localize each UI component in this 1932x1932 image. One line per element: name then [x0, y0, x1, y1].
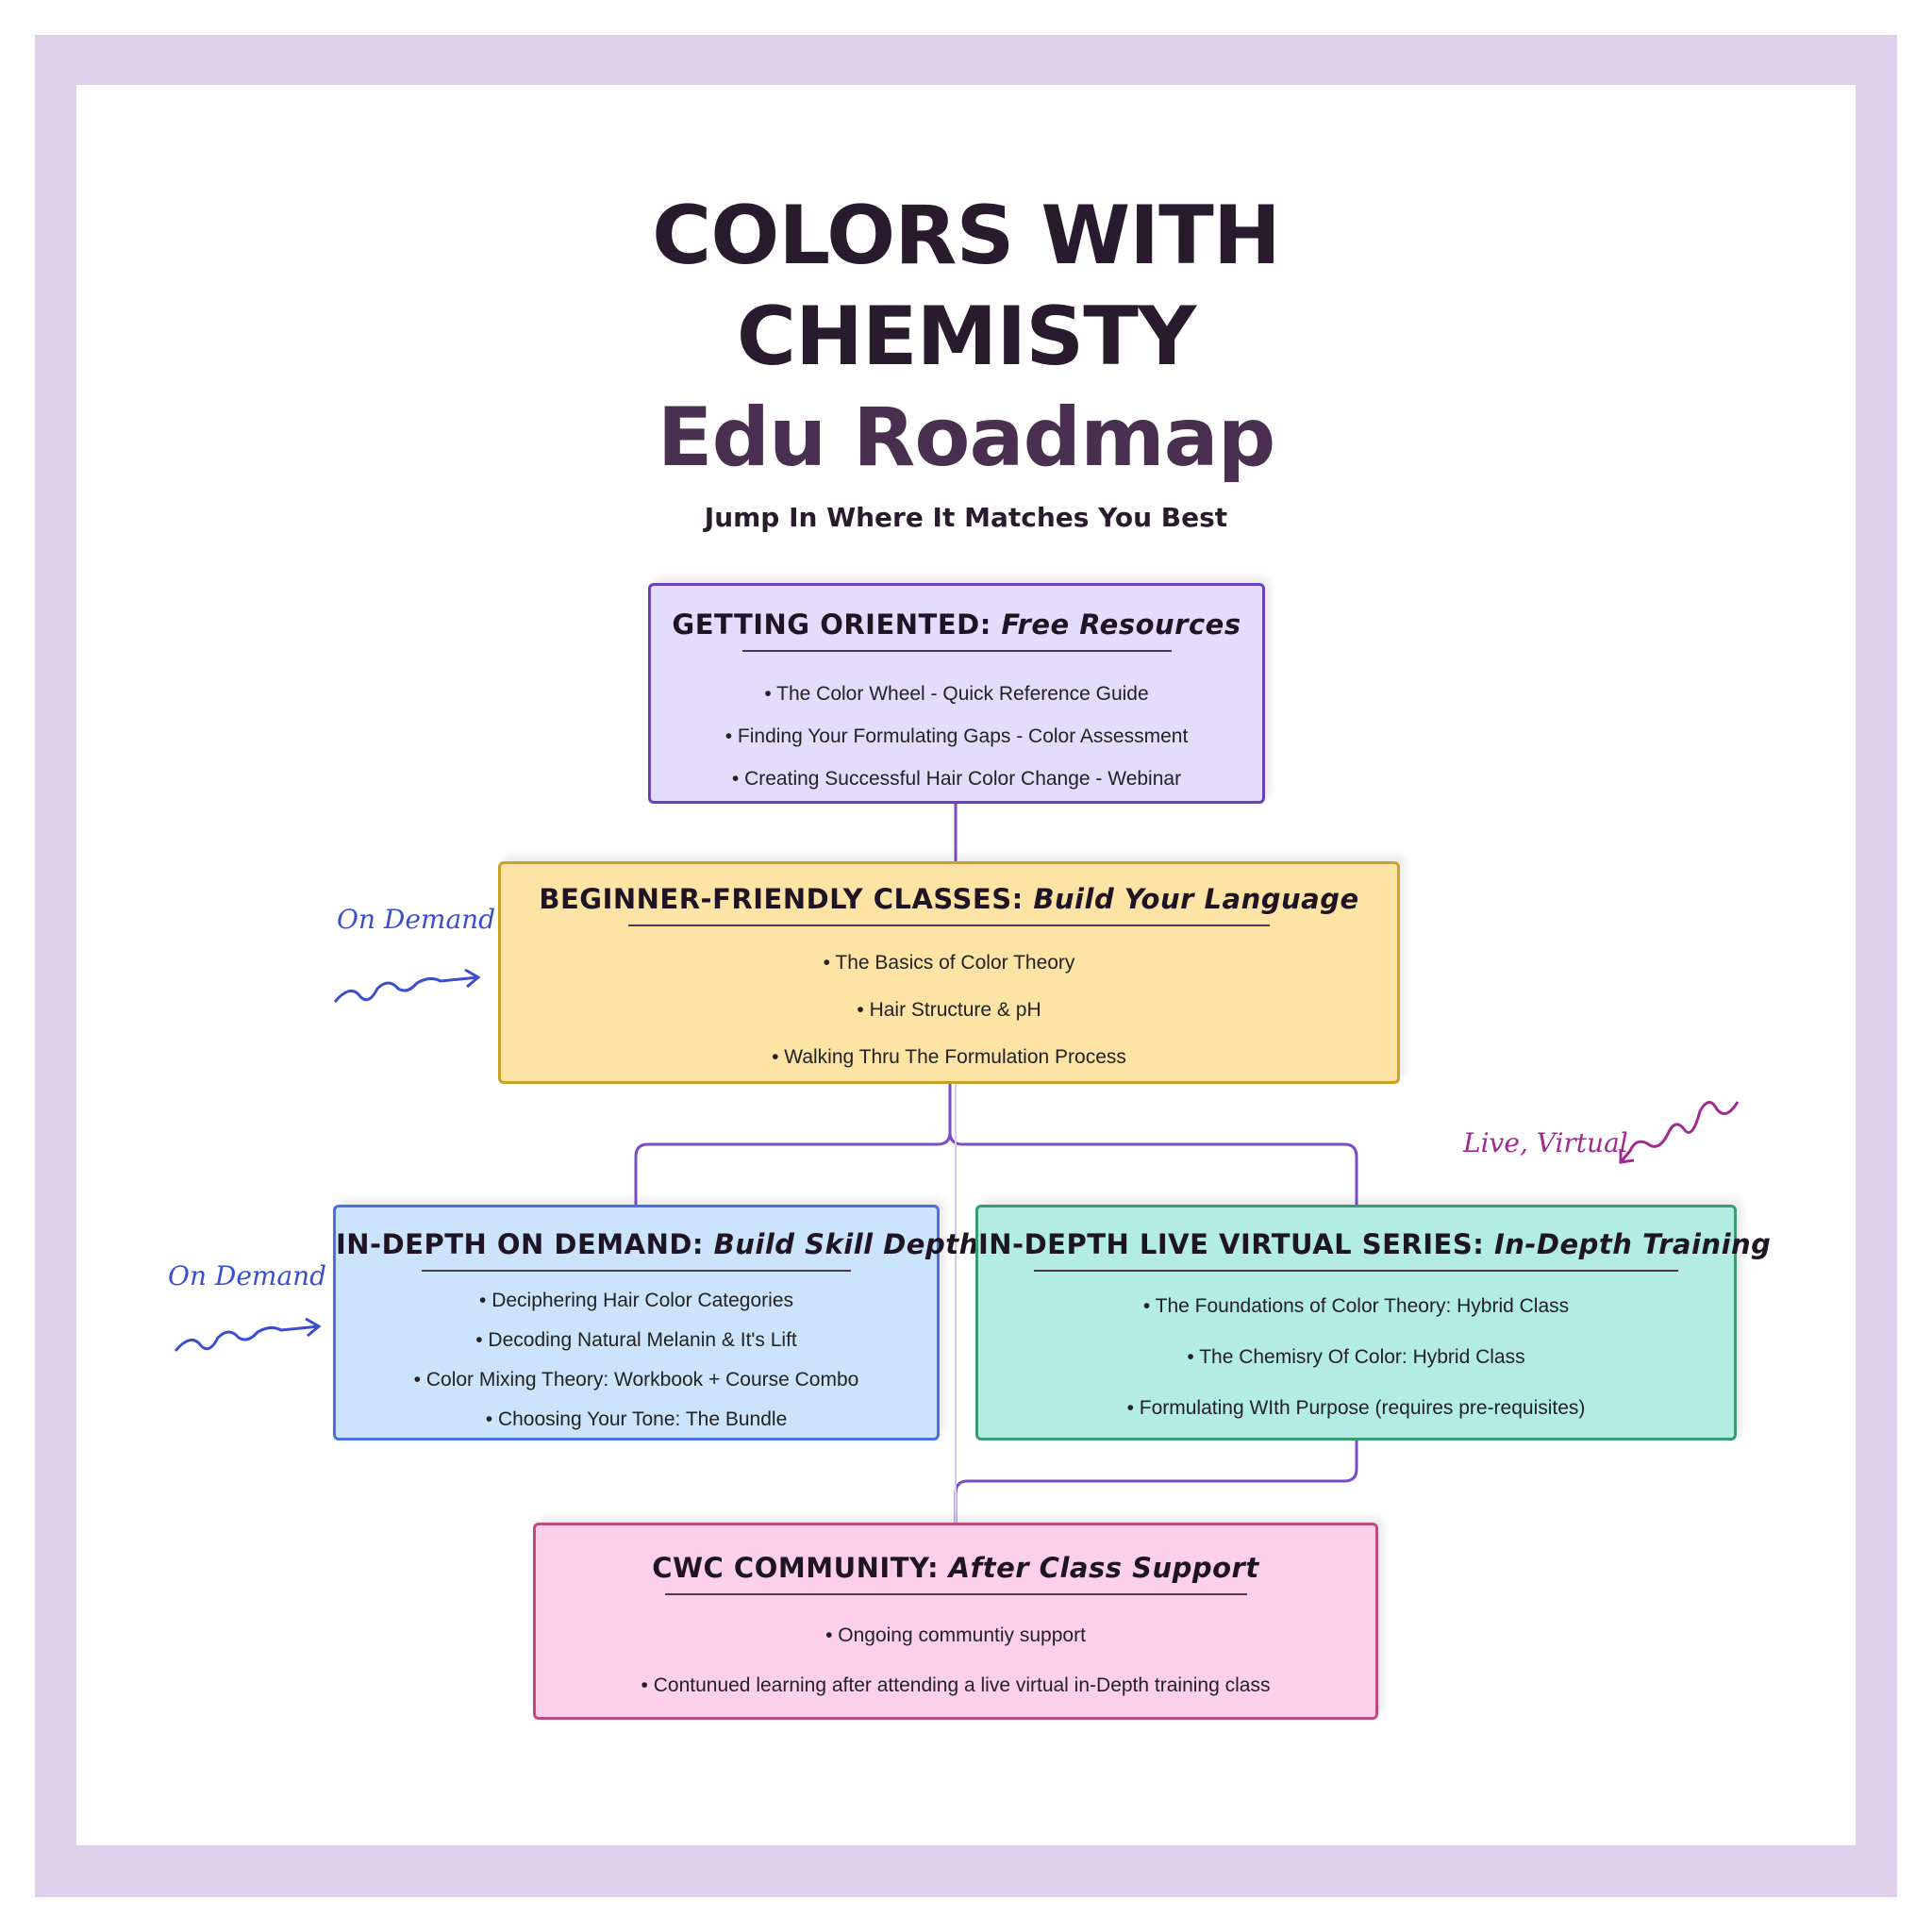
on-demand-note-1: On Demand [337, 904, 496, 935]
list-item: Walking Thru The Formulation Process [501, 1034, 1397, 1081]
list-item: Choosing Your Tone: The Bundle [336, 1400, 937, 1440]
heading-divider [664, 1593, 1247, 1595]
live-virtual-note: Live, Virtual [1463, 1127, 1628, 1158]
list-item: Decoding Natural Melanin & It's Lift [336, 1321, 937, 1360]
list-item: The Color Wheel - Quick Reference Guide [651, 673, 1262, 715]
heading-divider [422, 1270, 851, 1272]
box-heading: GETTING ORIENTED: Free Resources [672, 608, 1241, 641]
title-line-2: CHEMISTY [736, 290, 1196, 384]
getting-oriented-box: GETTING ORIENTED: Free Resources The Col… [648, 583, 1265, 804]
heading-divider [1034, 1270, 1678, 1272]
title-line-3: Edu Roadmap [657, 391, 1276, 485]
connector-2-3 [634, 1084, 952, 1205]
in-depth-live-virtual-box: IN-DEPTH LIVE VIRTUAL SERIES: In-Depth T… [975, 1205, 1772, 1441]
squiggle-arrow-2 [174, 1317, 322, 1352]
subtitle: Jump In Where It Matches You Best [704, 502, 1228, 533]
connector-4-5 [954, 1441, 1358, 1523]
box-heading: BEGINNER-FRIENDLY CLASSES: Build Your La… [539, 883, 1359, 915]
list-item: Deciphering Hair Color Categories [336, 1281, 937, 1321]
on-demand-note-2: On Demand [168, 1260, 327, 1291]
list-item: Creating Successful Hair Color Change - … [651, 758, 1262, 800]
box-heading: IN-DEPTH LIVE VIRTUAL SERIES: In-Depth T… [978, 1228, 1772, 1260]
list-item: Hair Structure & pH [501, 987, 1397, 1034]
beginner-classes-box: BEGINNER-FRIENDLY CLASSES: Build Your La… [498, 861, 1400, 1084]
title-line-1: COLORS WITH [652, 189, 1281, 283]
list-item: Color Mixing Theory: Workbook + Course C… [336, 1360, 937, 1400]
cwc-community-box: CWC COMMUNITY: After Class Support Ongoi… [533, 1523, 1378, 1720]
in-depth-on-demand-box: IN-DEPTH ON DEMAND: Build Skill Depth De… [333, 1205, 979, 1441]
heading-divider [628, 924, 1270, 926]
box-heading: IN-DEPTH ON DEMAND: Build Skill Depth [336, 1228, 979, 1260]
list-item: Formulating WIth Purpose (requires pre-r… [978, 1383, 1734, 1434]
box-heading: CWC COMMUNITY: After Class Support [652, 1552, 1259, 1584]
list-item: Ongoing communtiy support [536, 1610, 1375, 1660]
heading-divider [741, 650, 1172, 652]
list-item: Contunued learning after attending a liv… [536, 1660, 1375, 1710]
list-item: Finding Your Formulating Gaps - Color As… [651, 715, 1262, 758]
list-item: The Chemisry Of Color: Hybrid Class [978, 1332, 1734, 1383]
squiggle-arrow-1 [333, 968, 481, 1003]
squiggle-arrow-3 [1619, 1101, 1740, 1164]
list-item: The Basics of Color Theory [501, 940, 1397, 987]
connector-2-4 [948, 1084, 1358, 1205]
list-item: The Foundations of Color Theory: Hybrid … [978, 1281, 1734, 1332]
